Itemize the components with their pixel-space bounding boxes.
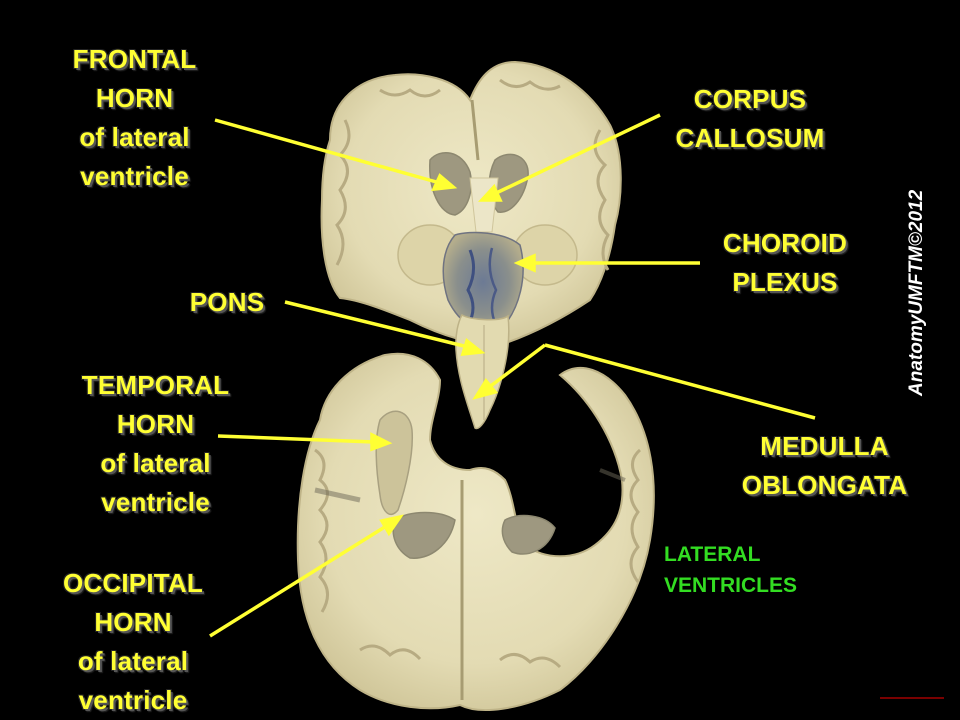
pointer-choroid-plexus xyxy=(513,253,700,273)
pointer-corpus-callosum xyxy=(478,113,661,202)
pointer-temporal-horn xyxy=(217,432,393,452)
copyright-watermark: AnatomyUMFTM©2012 xyxy=(906,189,927,396)
label-choroid-plexus: CHOROID PLEXUS xyxy=(722,228,848,297)
label-temporal-horn: TEMPORAL HORN of lateral ventricle xyxy=(81,370,230,517)
pointer-pons xyxy=(284,300,486,357)
label-corpus-callosum: CORPUS CALLOSUM xyxy=(675,84,825,153)
label-frontal-horn: FRONTAL HORN of lateral ventricle xyxy=(72,44,197,191)
legend-lateral-ventricles: LATERAL VENTRICLES xyxy=(664,543,798,597)
pointer-occipital-horn xyxy=(209,514,404,638)
pointer-frontal-horn xyxy=(214,118,458,192)
label-pons: PONS xyxy=(189,287,265,317)
pointer-medulla xyxy=(472,343,816,420)
label-occipital-horn: OCCIPITAL HORN of lateral ventricle xyxy=(63,568,203,715)
label-medulla-oblongata: MEDULLA OBLONGATA xyxy=(741,431,908,500)
pointer-lines xyxy=(209,113,816,638)
corner-mark xyxy=(880,697,944,699)
